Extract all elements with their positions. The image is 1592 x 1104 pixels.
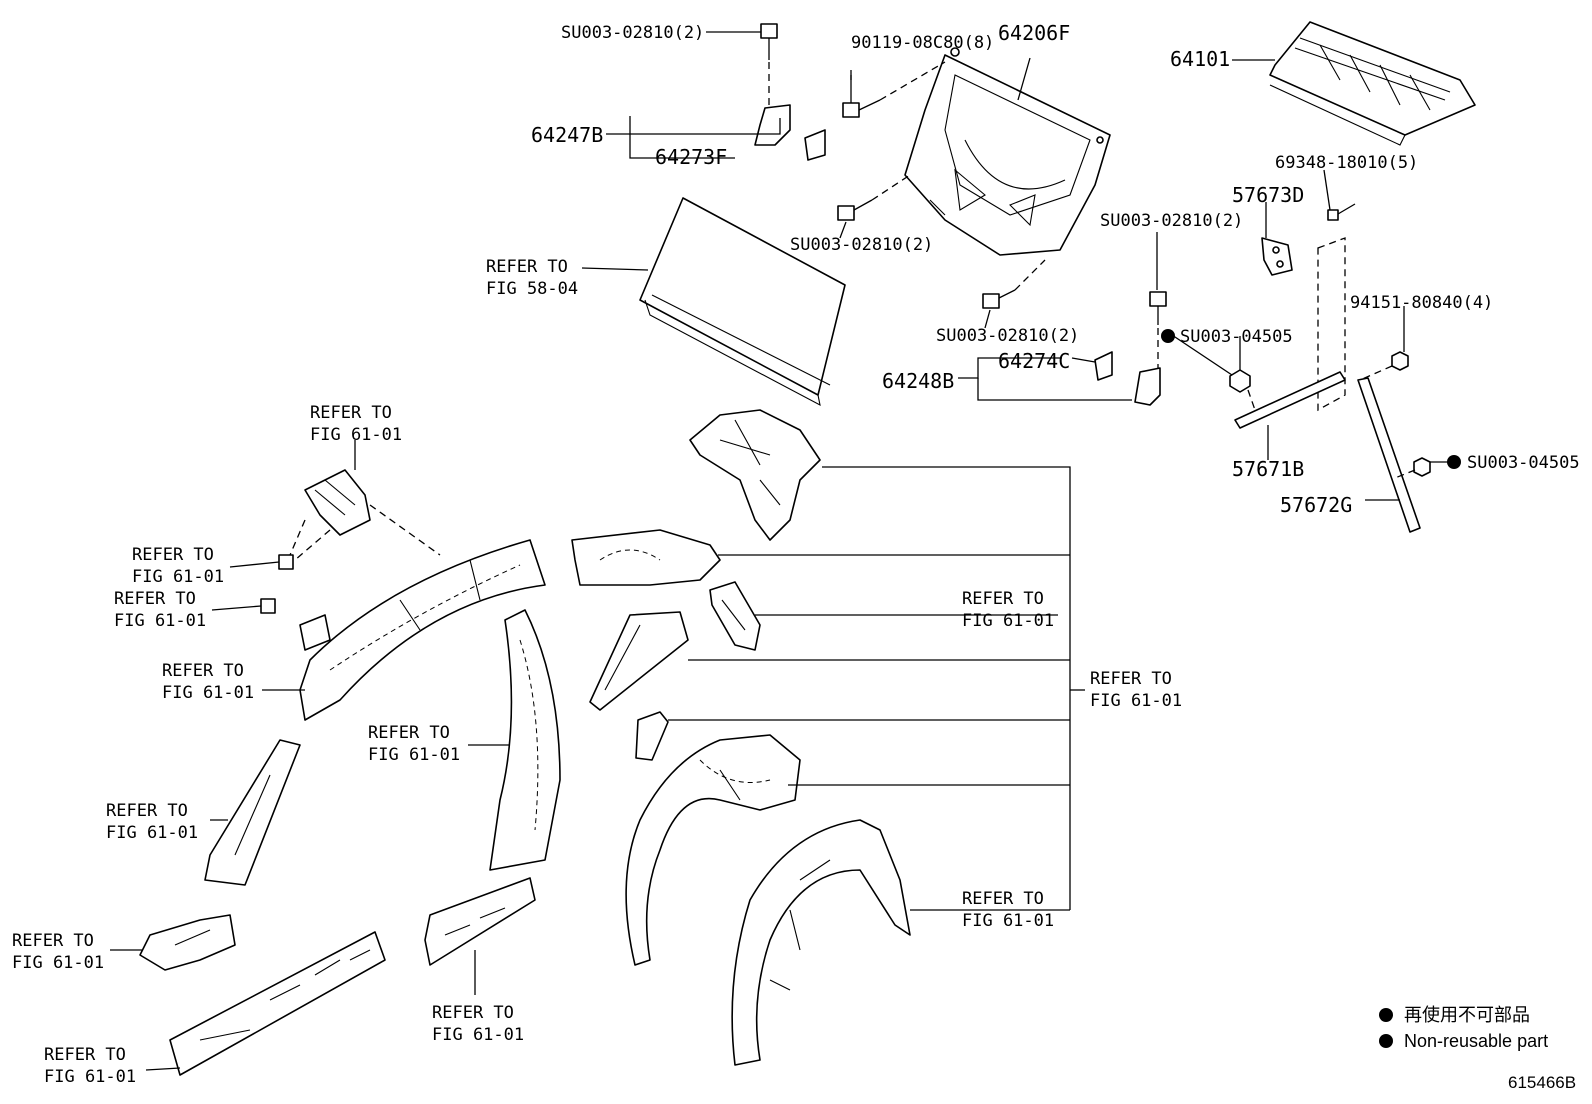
bolt-su003-low-icon (982, 289, 1016, 309)
part-57671B-drawing[interactable] (1234, 371, 1346, 429)
refer-r8-line2[interactable]: FIG 61-01 (44, 1067, 136, 1087)
part-upper-left-bracket-drawing[interactable] (304, 469, 371, 536)
part-small-bracket-drawing[interactable] (709, 581, 761, 651)
label-64101[interactable]: 64101 (1170, 47, 1230, 71)
bolt-left-b-icon (260, 598, 276, 614)
part-64273F-drawing[interactable] (754, 104, 826, 161)
leader-lines (110, 31, 1454, 1071)
part-center-wing-drawing[interactable] (571, 529, 721, 586)
legend-en-text: Non-reusable part (1404, 1031, 1548, 1051)
part-small-clip-drawing[interactable] (635, 711, 669, 761)
bolt-su003-top-icon (760, 23, 778, 60)
diagram-code: 615466B (1508, 1073, 1576, 1092)
refer-r7-line1[interactable]: REFER TO (12, 931, 94, 951)
part-gusset-drawing[interactable] (589, 611, 689, 711)
refer-r1-line1[interactable]: REFER TO (310, 403, 392, 423)
part-57672G-drawing[interactable] (1357, 377, 1421, 533)
label-64274C[interactable]: 64274C (998, 349, 1070, 373)
label-su003-04505-b[interactable]: SU003-04505 (1467, 453, 1580, 473)
refer-r3-line2[interactable]: FIG 61-01 (114, 611, 206, 631)
legend-dot-en-icon (1379, 1034, 1393, 1048)
refer-r2-line1[interactable]: REFER TO (132, 545, 214, 565)
label-64273F[interactable]: 64273F (655, 145, 727, 169)
label-57673D[interactable]: 57673D (1232, 183, 1304, 207)
label-su003-top[interactable]: SU003-02810(2) (561, 23, 704, 43)
legend-jp-text: 再使用不可部品 (1404, 1005, 1530, 1025)
refer-r9-line1[interactable]: REFER TO (432, 1003, 514, 1023)
label-57672G[interactable]: 57672G (1280, 493, 1352, 517)
refer-r4-line1[interactable]: REFER TO (162, 661, 244, 681)
label-57671B[interactable]: 57671B (1232, 457, 1304, 481)
nut-su003-04505-b-icon (1413, 457, 1431, 477)
label-su003-04505-a[interactable]: SU003-04505 (1180, 327, 1293, 347)
refer-r5-line1[interactable]: REFER TO (368, 723, 450, 743)
part-64274C-drawing[interactable] (1094, 351, 1161, 406)
non-reusable-dot-a-icon (1161, 329, 1175, 343)
refer-r6-line1[interactable]: REFER TO (106, 801, 188, 821)
label-90119[interactable]: 90119-08C80(8) (851, 33, 994, 53)
refer-r3-line1[interactable]: REFER TO (114, 589, 196, 609)
part-64101-drawing[interactable] (1269, 21, 1476, 146)
part-left-lower-bracket-drawing[interactable] (139, 914, 236, 971)
panel-fig-58-04-drawing[interactable] (639, 197, 846, 407)
part-rocker-panel-drawing[interactable] (169, 931, 386, 1076)
part-center-pillar-bracket-drawing[interactable] (689, 409, 821, 541)
refer-r11-line2[interactable]: FIG 61-01 (1090, 691, 1182, 711)
label-su003-right[interactable]: SU003-02810(2) (1100, 211, 1243, 231)
bolt-90119-icon (842, 99, 881, 118)
refer-r5-line2[interactable]: FIG 61-01 (368, 745, 460, 765)
label-su003-low[interactable]: SU003-02810(2) (936, 326, 1079, 346)
bolt-su003-mid-icon (837, 199, 873, 221)
label-64248B[interactable]: 64248B (882, 369, 954, 393)
label-su003-mid[interactable]: SU003-02810(2) (790, 235, 933, 255)
part-outer-wheelhouse-drawing[interactable] (731, 819, 911, 1066)
refer-r10-line2[interactable]: FIG 61-01 (962, 611, 1054, 631)
label-64247B[interactable]: 64247B (531, 123, 603, 147)
refer-r8-line1[interactable]: REFER TO (44, 1045, 126, 1065)
refer-r12-line2[interactable]: FIG 61-01 (962, 911, 1054, 931)
label-64206F[interactable]: 64206F (998, 21, 1070, 45)
refer-r2-line2[interactable]: FIG 61-01 (132, 567, 224, 587)
refer-r10-line1[interactable]: REFER TO (962, 589, 1044, 609)
part-lower-center-panel-drawing[interactable] (424, 877, 536, 966)
nut-94151-icon (1391, 351, 1409, 371)
refer-r6-line2[interactable]: FIG 61-01 (106, 823, 198, 843)
part-left-brace-drawing[interactable] (204, 739, 301, 886)
part-roof-rail-drawing[interactable] (299, 539, 546, 721)
legend-dot-jp-icon (1379, 1008, 1393, 1022)
refer-58-04-line2[interactable]: FIG 58-04 (486, 279, 578, 299)
part-roof-rail-tab-drawing[interactable] (299, 614, 331, 651)
bolt-left-a-icon (278, 554, 294, 570)
part-quarter-pillar-drawing[interactable] (489, 609, 561, 871)
clip-69348-icon (1327, 203, 1356, 221)
nut-su003-04505-a-icon (1229, 369, 1251, 393)
label-94151[interactable]: 94151-80840(4) (1350, 293, 1493, 313)
refer-r4-line2[interactable]: FIG 61-01 (162, 683, 254, 703)
part-64206F-drawing[interactable] (904, 47, 1111, 256)
part-inner-wheelhouse-drawing[interactable] (625, 734, 801, 966)
refer-r11-line1[interactable]: REFER TO (1090, 669, 1172, 689)
bolt-su003-right-icon (1149, 291, 1167, 325)
refer-r9-line2[interactable]: FIG 61-01 (432, 1025, 524, 1045)
non-reusable-dot-b-icon (1447, 455, 1461, 469)
refer-r7-line2[interactable]: FIG 61-01 (12, 953, 104, 973)
label-69348[interactable]: 69348-18010(5) (1275, 153, 1418, 173)
refer-r1-line2[interactable]: FIG 61-01 (310, 425, 402, 445)
part-57673D-drawing[interactable] (1261, 237, 1293, 276)
refer-58-04-line1[interactable]: REFER TO (486, 257, 568, 277)
refer-r12-line1[interactable]: REFER TO (962, 889, 1044, 909)
